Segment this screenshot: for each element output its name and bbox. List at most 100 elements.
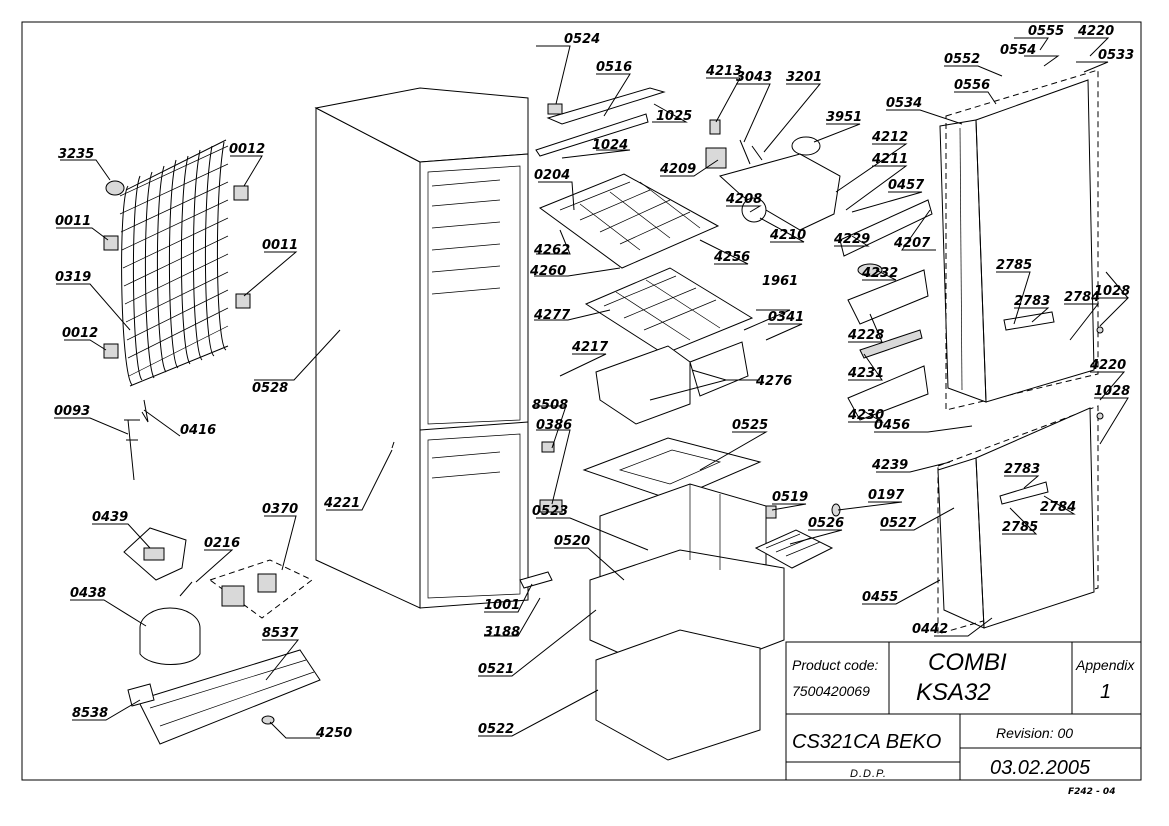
- part-label: 0455: [862, 590, 898, 605]
- part-label: 3201: [786, 70, 822, 85]
- part-label: 1025: [656, 109, 692, 124]
- part-label: 0533: [1098, 48, 1134, 63]
- glass-shelf-lower: [584, 267, 754, 355]
- part-label: 4209: [659, 162, 696, 177]
- part-label: 8537: [262, 626, 299, 641]
- part-label: 2785: [1002, 520, 1038, 535]
- part-label: 0011: [55, 214, 91, 229]
- part-label: 8508: [532, 398, 568, 413]
- part-label: 0012: [62, 326, 98, 341]
- part-label: 1001: [484, 598, 520, 613]
- part-label: 4230: [847, 408, 884, 423]
- part-label: 0556: [954, 78, 990, 93]
- part-label: 1961: [762, 274, 798, 289]
- condenser-coil: [119, 139, 229, 387]
- compressor-assembly: [123, 527, 313, 665]
- appendix-label: Appendix: [1075, 657, 1135, 673]
- part-label: 0522: [478, 722, 514, 737]
- part-label: 0527: [880, 516, 917, 531]
- part-label: 3235: [58, 147, 94, 162]
- part-label: 4221: [323, 496, 360, 511]
- part-label: 4220: [1089, 358, 1126, 373]
- part-label: 4213: [705, 64, 742, 79]
- part-label: 4231: [847, 366, 884, 381]
- part-label: 0520: [554, 534, 590, 549]
- part-label: 0555: [1028, 24, 1064, 39]
- product-name: CS321CA BEKO: [792, 731, 941, 753]
- freezer-drawers: [589, 483, 785, 761]
- part-label: 0197: [868, 488, 905, 503]
- part-label: 2783: [1014, 294, 1050, 309]
- part-label: 4207: [893, 236, 931, 251]
- part-label: 4256: [713, 250, 750, 265]
- department: D.D.P.: [850, 768, 887, 780]
- part-label: 4260: [529, 264, 566, 279]
- part-label: 4229: [833, 232, 870, 247]
- part-label: 4220: [1077, 24, 1114, 39]
- date: 03.02.2005: [990, 757, 1091, 779]
- thermostat-housing: [705, 119, 841, 231]
- ice-tray: [754, 529, 834, 569]
- condenser-small-parts: [103, 180, 251, 481]
- door-rack-parts: [839, 199, 933, 421]
- part-label: 0370: [262, 502, 298, 517]
- part-label: 0319: [55, 270, 91, 285]
- part-label: 4210: [769, 228, 806, 243]
- part-label: 2783: [1004, 462, 1040, 477]
- part-label: 3188: [484, 625, 520, 640]
- part-label: 0456: [874, 418, 910, 433]
- part-label: 0386: [536, 418, 572, 433]
- part-label: 0093: [54, 404, 90, 419]
- glass-shelf-upper: [538, 173, 720, 269]
- part-label: 0554: [1000, 43, 1036, 58]
- part-label: 4262: [533, 243, 570, 258]
- part-label: 4277: [533, 308, 571, 323]
- model-line-1: COMBI: [928, 649, 1007, 676]
- part-label: 0442: [912, 622, 948, 637]
- product-code-label: Product code:: [792, 657, 878, 673]
- part-label: 0011: [262, 238, 298, 253]
- part-label: 1028: [1094, 384, 1130, 399]
- product-code-value: 7500420069: [792, 683, 870, 699]
- part-label: 0534: [886, 96, 922, 111]
- part-label: 0519: [772, 490, 808, 505]
- part-label: 2785: [996, 258, 1032, 273]
- part-label: 8538: [72, 706, 108, 721]
- crisper-drawers: [595, 341, 749, 425]
- appendix-value: 1: [1100, 681, 1111, 703]
- part-label: 0526: [808, 516, 844, 531]
- refrigerator-cabinet: [314, 87, 529, 609]
- part-label: 4250: [315, 726, 352, 741]
- part-label: 0552: [944, 52, 980, 67]
- part-label: 0439: [92, 510, 128, 525]
- leader-lines: [54, 37, 1130, 739]
- freezer-shelf-cover: [582, 437, 762, 501]
- drawing-frame: [21, 21, 1142, 781]
- fridge-door: [939, 69, 1099, 411]
- part-label: 0521: [478, 662, 514, 677]
- part-label: 1028: [1094, 284, 1130, 299]
- part-label: 2784: [1064, 290, 1100, 305]
- freezer-door: [937, 326, 1104, 635]
- form-reference: F242 - 04: [1068, 787, 1115, 797]
- part-label: 3951: [826, 110, 862, 125]
- compressor-mounting-plate: [127, 649, 321, 745]
- part-label: 4228: [847, 328, 884, 343]
- part-label: 0525: [732, 418, 768, 433]
- part-label: 0457: [888, 178, 925, 193]
- part-label: 0516: [596, 60, 632, 75]
- part-label: 0438: [70, 586, 106, 601]
- part-label: 4232: [861, 266, 898, 281]
- part-label: 0523: [532, 504, 568, 519]
- part-label: 1024: [592, 138, 628, 153]
- part-label: 0204: [534, 168, 570, 183]
- freezer-small-parts: [519, 441, 841, 589]
- part-label: 4211: [871, 152, 908, 167]
- model-line-2: KSA32: [916, 679, 991, 706]
- part-label: 0216: [204, 536, 240, 551]
- top-cover-strip: [535, 87, 666, 157]
- part-label: 4212: [871, 130, 908, 145]
- part-label: 0528: [252, 381, 288, 396]
- part-label: 0341: [768, 310, 804, 325]
